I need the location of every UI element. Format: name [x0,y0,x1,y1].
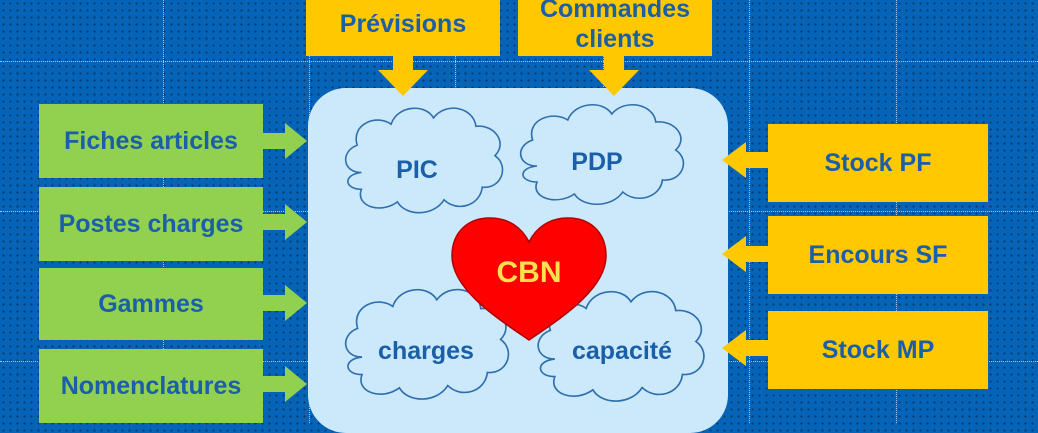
encours-sf-label: Encours SF [808,241,948,269]
arrow-fiches [263,123,307,159]
arrow-previsions [378,52,428,96]
postes-charges-label: Postes charges [58,210,244,238]
stock-mp-box: Stock MP [768,311,988,389]
grid-line [0,61,1038,62]
stock-pf-box: Stock PF [768,124,988,202]
diagram-shapes [263,52,768,402]
arrow-postes [263,204,307,240]
encours-sf-box: Encours SF [768,216,988,294]
arrow-commandes [589,54,639,96]
commandes-clients-label: Commandes clients [539,0,691,53]
nomenclatures-box: Nomenclatures [39,349,263,423]
cbn-label: CBN [496,256,562,289]
arrow-gammes [263,285,307,321]
pdp-label: PDP [571,148,623,176]
previsions-label: Prévisions [339,10,467,38]
arrow-stock-mp [722,330,768,366]
charges-label: charges [378,337,474,365]
nomenclatures-label: Nomenclatures [60,372,242,400]
fiches-articles-label: Fiches articles [64,127,238,155]
commandes-clients-box: Commandes clients [518,0,712,56]
gammes-label: Gammes [98,290,204,318]
fiches-articles-box: Fiches articles [39,104,263,178]
arrow-encours-sf [722,236,768,272]
stock-mp-label: Stock MP [821,336,935,364]
heart-shape [451,217,607,341]
capacite-label: capacité [571,337,673,365]
arrow-nomenclatures [263,366,307,402]
arrow-stock-pf [722,142,768,178]
gammes-box: Gammes [39,268,263,340]
stock-pf-label: Stock PF [824,149,932,177]
pic-label: PIC [396,156,438,184]
previsions-box: Prévisions [306,0,500,56]
postes-charges-box: Postes charges [39,187,263,261]
